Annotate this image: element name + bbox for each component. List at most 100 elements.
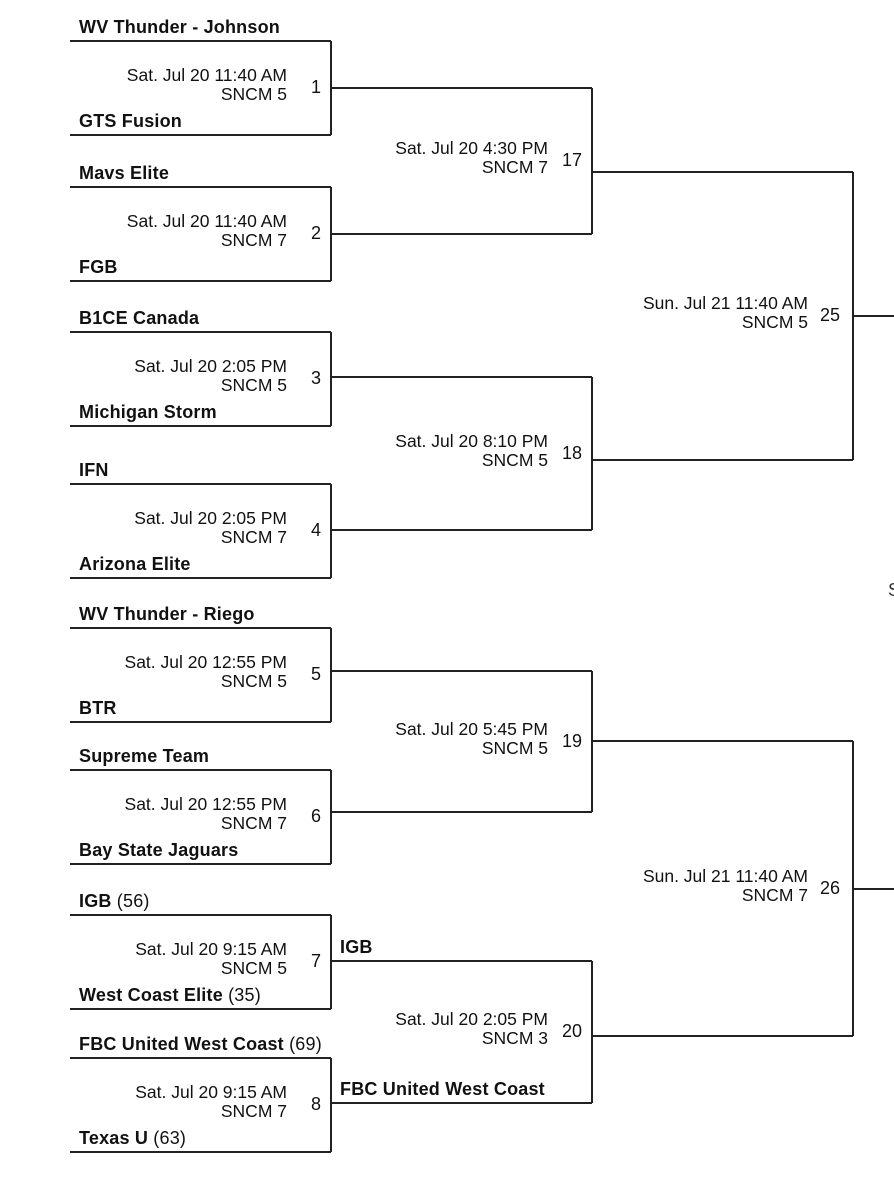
team-name: Bay State Jaguars: [79, 839, 238, 861]
team-name: IGB: [340, 936, 373, 958]
team-line: [70, 40, 331, 42]
connector-line: [330, 628, 332, 722]
team-name-text: B1CE Canada: [79, 308, 200, 328]
connector-line: [330, 332, 332, 426]
connector-line: [591, 961, 593, 1103]
team-name: Mavs Elite: [79, 162, 169, 184]
game-court: SNCM 3: [481, 1028, 548, 1048]
game-court: SNCM 5: [741, 312, 808, 332]
team-score: (35): [222, 985, 261, 1005]
game-court: SNCM 5: [481, 738, 548, 758]
game-number: 19: [562, 731, 583, 751]
team-name-text: BTR: [79, 698, 117, 718]
team-line: [70, 1057, 331, 1059]
game-number: 4: [311, 520, 322, 540]
team-name: FBC United West Coast: [340, 1078, 545, 1100]
team-name-text: Bay State Jaguars: [79, 840, 239, 860]
team-name-text: IGB: [79, 891, 112, 911]
team-name-text: Arizona Elite: [79, 554, 191, 574]
team-name-text: Michigan Storm: [79, 402, 217, 422]
game-court: SNCM 5: [220, 375, 287, 395]
team-line: [70, 331, 331, 333]
game-datetime: Sat. Jul 20 9:15 AM: [135, 1082, 287, 1102]
cut-off-label: S: [888, 580, 894, 600]
advance-line: [592, 1035, 853, 1037]
game-number: 3: [311, 368, 322, 388]
game-court: SNCM 7: [220, 527, 287, 547]
team-name: IGB (56): [79, 890, 150, 912]
team-line: [70, 186, 331, 188]
advance-line: [592, 740, 853, 742]
team-name: B1CE Canada: [79, 307, 199, 329]
team-line: [70, 134, 331, 136]
advance-line: [592, 171, 853, 173]
team-line: [70, 914, 331, 916]
game-datetime: Sat. Jul 20 9:15 AM: [135, 939, 287, 959]
advance-line: [331, 1102, 592, 1104]
advance-line: [331, 670, 592, 672]
advance-line: [331, 529, 592, 531]
team-line: [70, 280, 331, 282]
game-datetime: Sat. Jul 20 8:10 PM: [395, 431, 548, 451]
team-name: IFN: [79, 459, 109, 481]
game-number: 26: [820, 878, 841, 898]
team-name: FGB: [79, 256, 118, 278]
team-score: (63): [148, 1128, 187, 1148]
game-court: SNCM 5: [481, 450, 548, 470]
team-name: West Coast Elite (35): [79, 984, 261, 1006]
game-court: SNCM 7: [220, 230, 287, 250]
advance-line: [592, 459, 853, 461]
game-court: SNCM 5: [220, 84, 287, 104]
game-datetime: Sun. Jul 21 11:40 AM: [642, 293, 808, 313]
team-name: FBC United West Coast (69): [79, 1033, 322, 1055]
team-name-text: WV Thunder - Johnson: [79, 17, 280, 37]
team-name-text: FBC United West Coast: [79, 1034, 284, 1054]
game-datetime: Sun. Jul 21 11:40 AM: [642, 866, 808, 886]
connector-line: [330, 770, 332, 864]
game-datetime: Sat. Jul 20 11:40 AM: [126, 211, 287, 231]
team-line: [70, 721, 331, 723]
game-datetime: Sat. Jul 20 4:30 PM: [395, 138, 548, 158]
team-name-text: West Coast Elite: [79, 985, 223, 1005]
advance-line: [331, 811, 592, 813]
advance-line: [331, 233, 592, 235]
team-name: Supreme Team: [79, 745, 209, 767]
game-number: 17: [562, 150, 583, 170]
team-line: [70, 577, 331, 579]
team-name: WV Thunder - Riego: [79, 603, 255, 625]
team-name-text: WV Thunder - Riego: [79, 604, 255, 624]
team-name: GTS Fusion: [79, 110, 182, 132]
connector-line: [330, 1058, 332, 1152]
game-number: 20: [562, 1021, 583, 1041]
game-datetime: Sat. Jul 20 2:05 PM: [134, 356, 287, 376]
game-number: 5: [311, 664, 322, 684]
team-name: BTR: [79, 697, 117, 719]
team-score: (56): [111, 891, 150, 911]
connector-line: [330, 484, 332, 578]
game-number: 7: [311, 951, 322, 971]
game-court: SNCM 7: [481, 157, 548, 177]
team-name: Texas U (63): [79, 1127, 186, 1149]
team-name-text: Mavs Elite: [79, 163, 170, 183]
advance-line: [331, 87, 592, 89]
connector-line: [330, 915, 332, 1009]
team-line: [70, 863, 331, 865]
team-name-text: IFN: [79, 460, 109, 480]
team-name: Michigan Storm: [79, 401, 217, 423]
team-line: [70, 1151, 331, 1153]
team-line: [70, 483, 331, 485]
game-court: SNCM 7: [741, 885, 808, 905]
advance-line: [853, 888, 894, 890]
